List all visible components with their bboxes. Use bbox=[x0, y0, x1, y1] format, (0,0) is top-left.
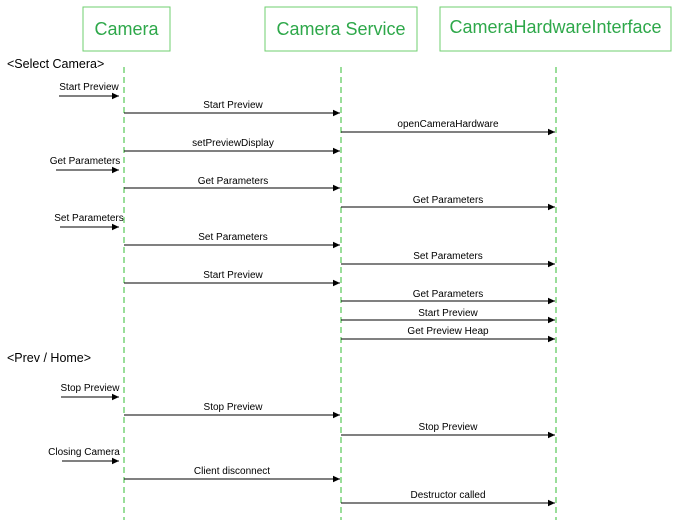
section-prev-home: <Prev / Home> bbox=[7, 351, 91, 365]
message-service-set-parameters: Set Parameters bbox=[341, 251, 555, 268]
message-camera-set-preview-display: setPreviewDisplay bbox=[124, 138, 340, 155]
message-label: openCameraHardware bbox=[397, 119, 499, 130]
participant-camera-label: Camera bbox=[94, 19, 159, 39]
message-label: Stop Preview bbox=[61, 383, 121, 394]
message-label: Stop Preview bbox=[419, 422, 479, 433]
message-label: Get Parameters bbox=[50, 156, 121, 167]
message-label: Get Parameters bbox=[413, 195, 484, 206]
message-service-stop-preview: Stop Preview bbox=[341, 422, 555, 439]
message-label: Start Preview bbox=[203, 270, 263, 281]
message-user-start-preview: Start Preview bbox=[59, 82, 120, 100]
message-label: Closing Camera bbox=[48, 447, 120, 458]
message-label: Set Parameters bbox=[413, 251, 482, 262]
message-camera-start-preview-2: Start Preview bbox=[124, 270, 340, 287]
message-label: Set Parameters bbox=[54, 213, 123, 224]
participant-camera-service: Camera Service bbox=[264, 6, 418, 52]
section-select-camera: <Select Camera> bbox=[7, 57, 104, 71]
message-service-get-parameters-2: Get Parameters bbox=[341, 289, 555, 305]
message-label: Start Preview bbox=[203, 100, 263, 111]
message-camera-get-parameters: Get Parameters bbox=[124, 176, 340, 192]
message-camera-start-preview: Start Preview bbox=[124, 100, 340, 117]
message-label: Set Parameters bbox=[198, 232, 267, 243]
participant-hardware-interface: CameraHardwareInterface bbox=[439, 6, 672, 52]
message-user-set-parameters: Set Parameters bbox=[54, 213, 124, 231]
message-user-closing-camera: Closing Camera bbox=[48, 447, 120, 465]
message-service-destructor-called: Destructor called bbox=[341, 490, 555, 507]
message-service-get-preview-heap: Get Preview Heap bbox=[341, 326, 555, 343]
message-label: Get Parameters bbox=[198, 176, 269, 187]
message-label: Get Parameters bbox=[413, 289, 484, 300]
message-service-get-parameters: Get Parameters bbox=[341, 195, 555, 211]
message-camera-set-parameters: Set Parameters bbox=[124, 232, 340, 249]
message-service-open-camera-hardware: openCameraHardware bbox=[341, 119, 555, 136]
participant-camera: Camera bbox=[82, 6, 171, 52]
message-user-stop-preview: Stop Preview bbox=[61, 383, 121, 401]
participant-camera-service-label: Camera Service bbox=[276, 19, 405, 39]
message-label: setPreviewDisplay bbox=[192, 138, 274, 149]
message-label: Get Preview Heap bbox=[407, 326, 489, 337]
message-user-get-parameters: Get Parameters bbox=[50, 156, 121, 174]
message-camera-stop-preview: Stop Preview bbox=[124, 402, 340, 419]
message-label: Start Preview bbox=[59, 82, 119, 93]
message-label: Client disconnect bbox=[194, 466, 270, 477]
message-label: Start Preview bbox=[418, 308, 478, 319]
message-camera-client-disconnect: Client disconnect bbox=[124, 466, 340, 483]
message-label: Stop Preview bbox=[204, 402, 264, 413]
message-service-start-preview: Start Preview bbox=[341, 308, 555, 324]
message-label: Destructor called bbox=[410, 490, 485, 501]
participant-hardware-interface-label: CameraHardwareInterface bbox=[449, 17, 661, 37]
